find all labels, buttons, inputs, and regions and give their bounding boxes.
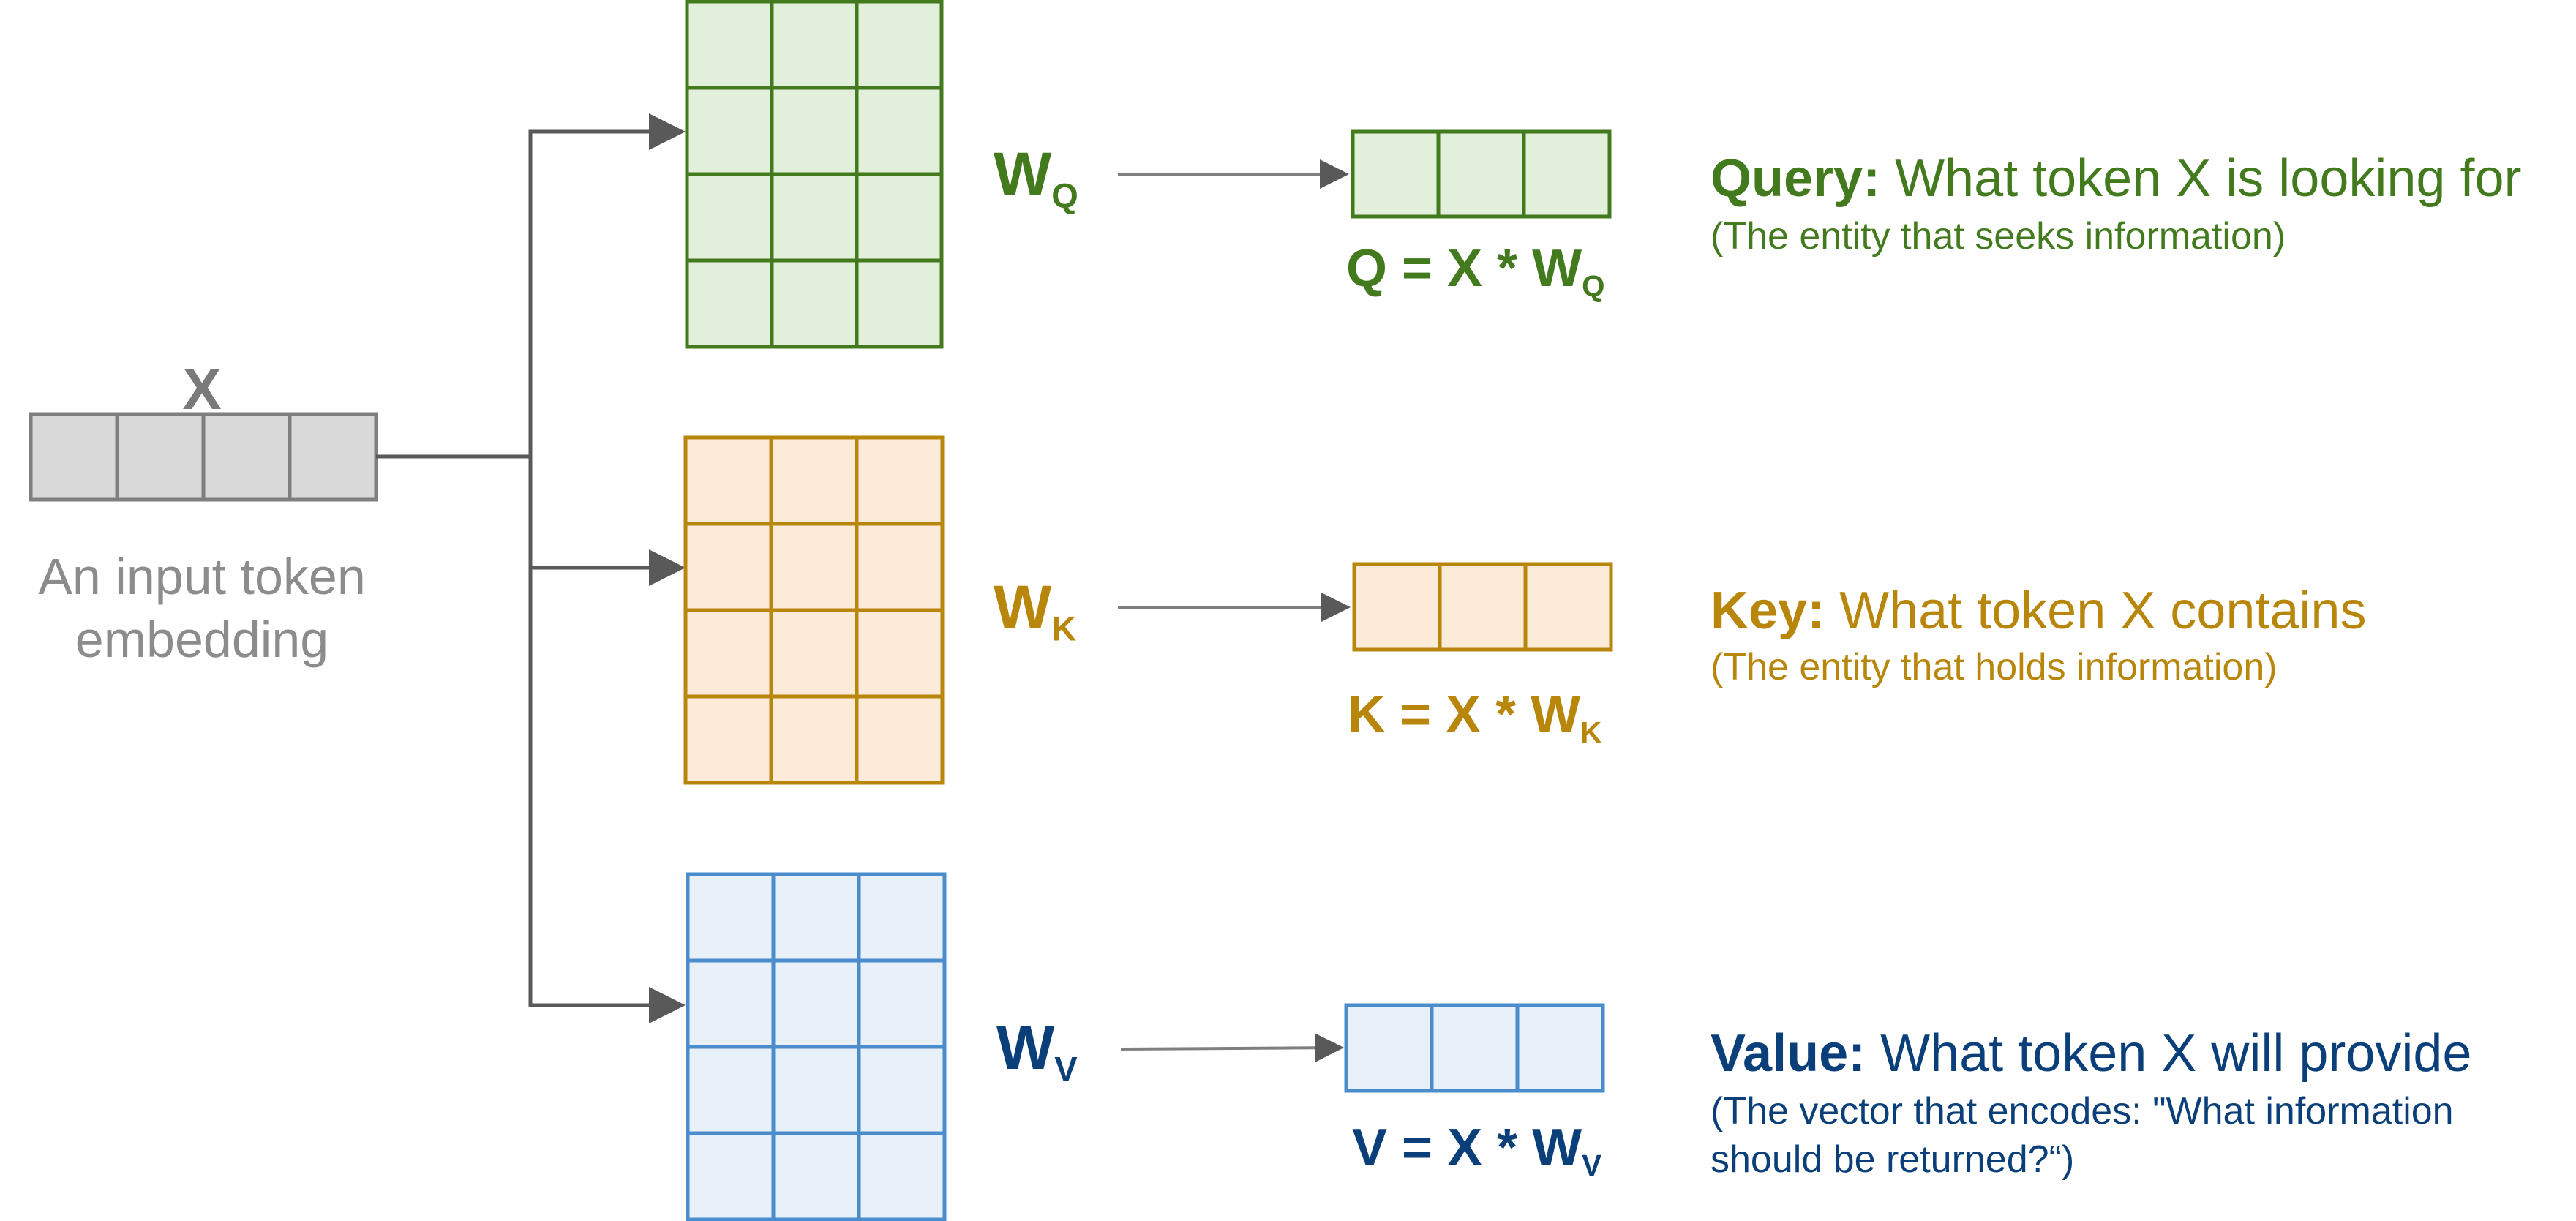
value-vector [1344, 1003, 1605, 1093]
value-weight-matrix [686, 872, 947, 1221]
query-weight-matrix [685, 0, 944, 349]
query-formula: Q = X * WQ [1346, 239, 1605, 304]
key-vector [1352, 562, 1613, 652]
key-subtitle: (The entity that holds information) [1711, 646, 2278, 688]
value-weight-label: WV [996, 1013, 1078, 1089]
connector-lines [376, 113, 686, 1023]
query-description: Query: What token X is looking for [1711, 149, 2522, 208]
value-formula: V = X * WV [1352, 1119, 1601, 1183]
input-caption: An input token embedding [38, 548, 366, 668]
input-x-label: X [182, 356, 222, 421]
input-vector [29, 412, 378, 502]
query-subtitle: (The entity that seeks information) [1711, 215, 2286, 258]
projection-arrows [1118, 159, 1351, 1063]
query-weight-label: WQ [994, 140, 1078, 215]
key-formula: K = X * WK [1348, 685, 1602, 750]
key-weight-matrix [683, 435, 945, 785]
value-description: Value: What token X will provide [1711, 1024, 2472, 1083]
query-vector [1351, 129, 1612, 219]
key-description: Key: What token X contains [1711, 582, 2367, 640]
value-subtitle: (The vector that encodes: "What informat… [1711, 1090, 2454, 1181]
key-weight-label: WK [994, 573, 1077, 648]
